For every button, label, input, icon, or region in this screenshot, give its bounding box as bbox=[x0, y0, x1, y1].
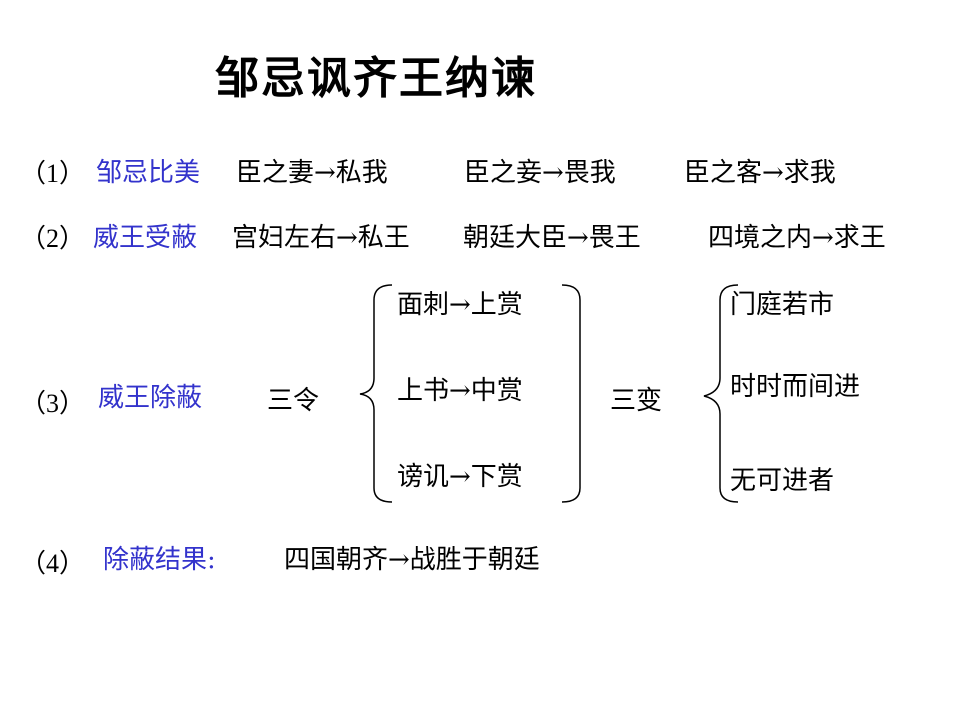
row-4-number: （4） bbox=[20, 549, 86, 578]
row-2-label: 威王受蔽 bbox=[93, 223, 198, 253]
ling-right-bracket bbox=[561, 284, 581, 503]
bian-left-brace bbox=[703, 284, 739, 503]
page-title: 邹忌讽齐王纳谏 bbox=[215, 53, 537, 104]
bian-item-3: 无可进者 bbox=[730, 466, 835, 496]
row-1-part-3: 臣之客→求我 bbox=[684, 158, 836, 188]
row-4-result: 四国朝齐→战胜于朝廷 bbox=[284, 545, 540, 575]
row-2-part-3: 四境之内→求王 bbox=[708, 223, 886, 253]
ling-left-brace bbox=[359, 284, 393, 503]
ling-item-3: 谤讥→下赏 bbox=[397, 462, 523, 492]
bian-item-1: 门庭若市 bbox=[730, 290, 835, 320]
row-3-label: 威王除蔽 bbox=[98, 383, 203, 413]
row-2-number: （2） bbox=[20, 224, 86, 253]
row-1-part-2: 臣之妾→畏我 bbox=[464, 158, 616, 188]
row-1-part-1: 臣之妻→私我 bbox=[236, 158, 388, 188]
row-2-part-1: 宫妇左右→私王 bbox=[232, 223, 410, 253]
ling-item-1: 面刺→上赏 bbox=[397, 290, 523, 320]
san-ling-label: 三令 bbox=[267, 386, 320, 416]
row-1-number: （1） bbox=[20, 159, 86, 188]
row-3-number: （3） bbox=[20, 389, 86, 418]
row-2-part-2: 朝廷大臣→畏王 bbox=[463, 223, 641, 253]
row-4-label: 除蔽结果: bbox=[103, 545, 216, 575]
san-bian-label: 三变 bbox=[610, 386, 663, 416]
row-1-label: 邹忌比美 bbox=[96, 158, 201, 188]
bian-item-2: 时时而间进 bbox=[730, 372, 861, 402]
ling-item-2: 上书→中赏 bbox=[397, 376, 523, 406]
